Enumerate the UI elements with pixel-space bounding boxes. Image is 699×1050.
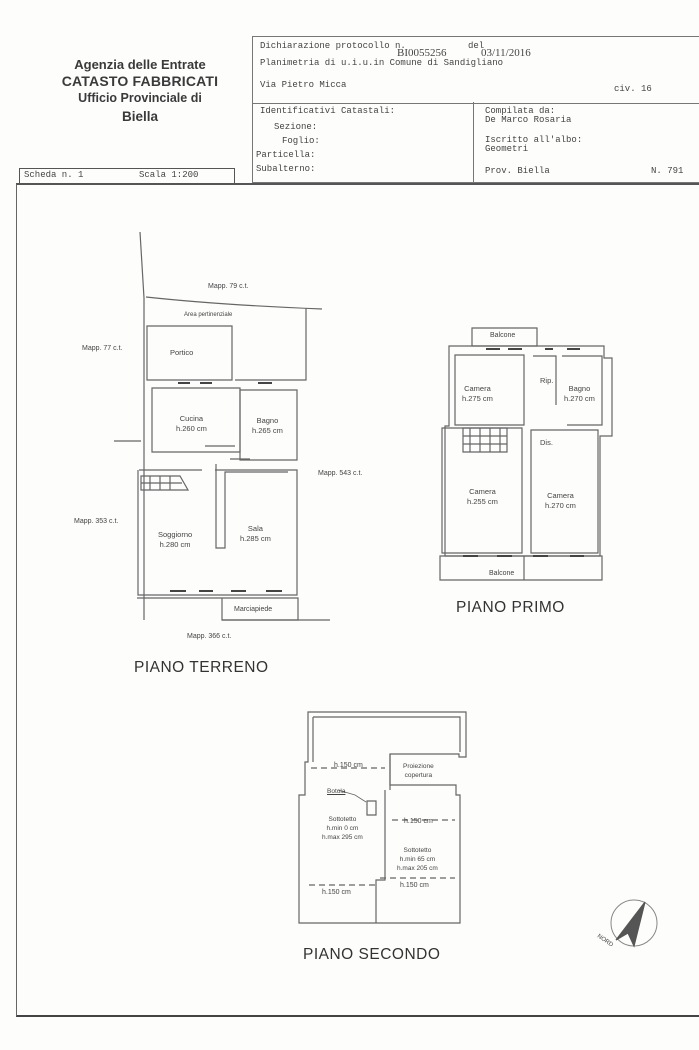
agency-department: CATASTO FABBRICATI [61, 73, 219, 89]
room-ripostiglio: Rip. [540, 376, 554, 385]
area-label: Area pertinenziale [184, 312, 233, 318]
province: Prov. Biella [485, 166, 550, 176]
drawing-frame [16, 183, 699, 1017]
declaration-date: 03/11/2016 [481, 47, 531, 59]
balcony-top: Balcone [490, 332, 516, 339]
north-compass-icon [610, 899, 658, 948]
identifiers-divider [473, 102, 474, 182]
foglio-label: Foglio: [282, 136, 320, 146]
agency-city: Biella [121, 109, 159, 124]
agency-heading: Agenzia delle Entrate CATASTO FABBRICATI… [40, 56, 240, 127]
registered-label: Iscritto all'albo: [485, 135, 583, 145]
neighbor-west-top: Mapp. 77 c.t. [82, 345, 123, 352]
room-disimpegno: Dis. [540, 438, 553, 447]
second-floor-title: PIANO SECONDO [303, 946, 441, 963]
balcony-bottom: Balcone [489, 570, 515, 577]
ground-floor-title: PIANO TERRENO [134, 659, 269, 676]
compiled-label: Compilata da: [485, 106, 556, 116]
address: Via Pietro Micca [260, 80, 347, 90]
height-150-bottom-left: h.150 cm [322, 889, 351, 896]
sezione-label: Sezione: [274, 122, 318, 132]
neighbor-north: Mapp. 79 c.t. [208, 283, 249, 290]
height-150-top: h.150 cm [334, 762, 363, 769]
date-label: del [468, 41, 485, 51]
planimetry-line: Planimetria di u.i.u.in Comune di Sandig… [260, 58, 504, 68]
neighbor-east: Mapp. 543 c.t. [318, 470, 363, 477]
neighbor-south: Mapp. 366 c.t. [187, 633, 232, 640]
ground-floor-plan [114, 231, 330, 621]
registered-value: Geometri [485, 144, 529, 154]
hatch-label: Botola [327, 788, 346, 795]
declaration-box [252, 36, 699, 104]
scale: Scala 1:200 [139, 170, 199, 180]
compiled-name: De Marco Rosaria [485, 115, 572, 125]
identifiers-title: Identificativi Catastali: [260, 106, 396, 116]
room-portico: Portico [170, 348, 194, 357]
protocol-number: BI0055256 [397, 47, 447, 59]
subalterno-label: Subalterno: [256, 164, 316, 174]
second-floor-plan [298, 711, 467, 924]
sheet-number: Scheda n. 1 [24, 170, 84, 180]
neighbor-west-bottom: Mapp. 353 c.t. [74, 518, 119, 525]
registration-number: N. 791 [651, 166, 684, 176]
protocol-label: Dichiarazione protocollo n. [260, 41, 406, 51]
sidewalk-label: Marciapiede [234, 606, 273, 613]
particella-label: Particella: [256, 150, 316, 160]
height-150-bottom-right: h.150 cm [400, 882, 429, 889]
first-floor-title: PIANO PRIMO [456, 599, 565, 616]
first-floor-plan [439, 327, 613, 581]
height-150-right: h.150 cm [404, 818, 433, 825]
agency-name: Agenzia delle Entrate [74, 57, 206, 72]
identifiers-box [252, 102, 699, 183]
agency-office: Ufficio Provinciale di [78, 91, 202, 105]
civic-number: civ. 16 [614, 84, 652, 94]
